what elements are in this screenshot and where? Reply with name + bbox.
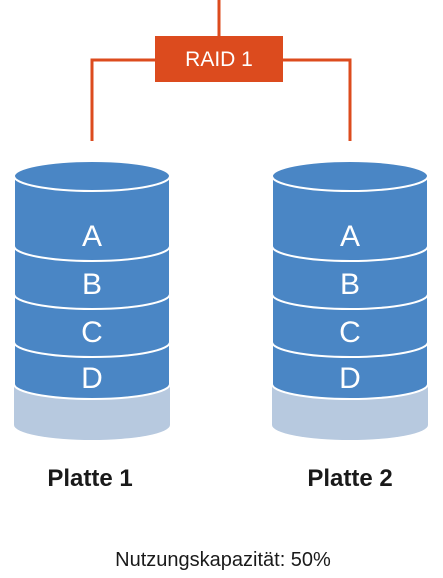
disk-2: A B C D bbox=[271, 160, 429, 440]
disk-block-label-c: C bbox=[339, 316, 361, 349]
disk-block-label-c: C bbox=[81, 316, 103, 349]
raid-badge-label: RAID 1 bbox=[185, 48, 253, 71]
disk-block-b bbox=[271, 245, 429, 310]
disk-block-d bbox=[13, 341, 171, 400]
disk-1-caption: Platte 1 bbox=[47, 465, 132, 492]
disk-block-c bbox=[13, 293, 171, 358]
connector-right-line bbox=[283, 58, 352, 141]
disk-top bbox=[13, 160, 171, 192]
disk-2-caption: Platte 2 bbox=[307, 465, 392, 492]
disk-block-b bbox=[13, 245, 171, 310]
raid-badge: RAID 1 bbox=[155, 36, 283, 82]
disk-top bbox=[271, 160, 429, 192]
disk-block-label-d: D bbox=[81, 362, 103, 395]
connector-left-line bbox=[90, 58, 155, 141]
capacity-note: Nutzungskapazität: 50% bbox=[115, 549, 331, 571]
raid-badge-box bbox=[155, 36, 283, 82]
disk-block-label-a: A bbox=[340, 220, 360, 253]
disk-block-d bbox=[271, 341, 429, 400]
disk-block-label-d: D bbox=[339, 362, 361, 395]
disk-block-label-a: A bbox=[82, 220, 102, 253]
disk-block-a bbox=[13, 175, 171, 262]
disk-block-a bbox=[271, 175, 429, 262]
disk-block-label-b: B bbox=[82, 268, 102, 301]
disk-block-label-b: B bbox=[340, 268, 360, 301]
disk-block-c bbox=[271, 293, 429, 358]
disk-1: A B C D bbox=[13, 160, 171, 440]
raid-connector bbox=[90, 0, 352, 141]
